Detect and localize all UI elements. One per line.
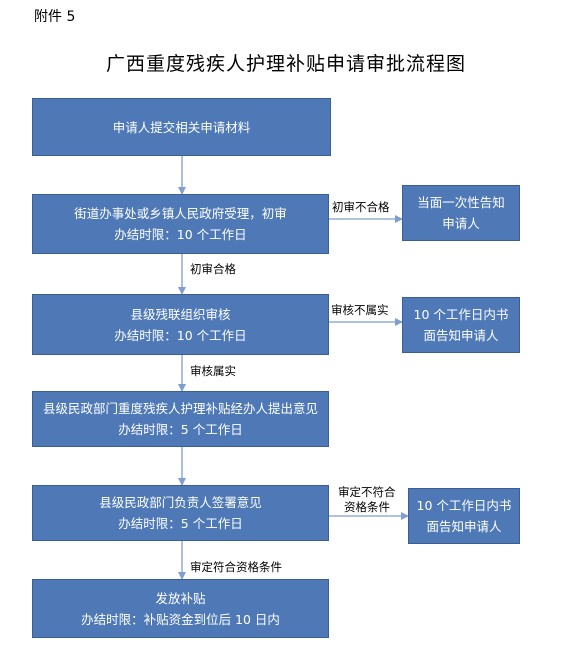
result-2-line2: 面告知申请人 <box>423 328 499 343</box>
result-1-line2: 申请人 <box>442 216 480 231</box>
step-civil-affairs-officer-opinion: 县级民政部门重度残疾人护理补贴经办人提出意见 办结时限：5 个工作日 <box>32 391 329 447</box>
step-6-line1: 发放补贴 <box>155 590 206 606</box>
step-5-line1: 县级民政部门负责人签署意见 <box>99 495 262 510</box>
result-written-notice-review: 10 个工作日内书 面告知申请人 <box>402 297 520 353</box>
step-2-line1: 街道办事处或乡镇人民政府受理，初审 <box>74 206 287 221</box>
step-2-line2: 办结时限：10 个工作日 <box>114 227 247 242</box>
label-determined-eligible: 审定符合资格条件 <box>190 560 282 574</box>
step-5-line2: 办结时限：5 个工作日 <box>118 516 243 531</box>
attachment-label: 附件 5 <box>34 9 76 25</box>
step-3-line2: 办结时限：10 个工作日 <box>114 327 247 343</box>
result-3-line1: 10 个工作日内书 <box>416 498 512 513</box>
step-initial-review: 街道办事处或乡镇人民政府受理，初审 办结时限：10 个工作日 <box>32 194 329 254</box>
label-not-eligible-line1: 审定不符合 <box>338 485 396 499</box>
label-initial-pass: 初审合格 <box>190 262 236 276</box>
step-6-line2: 办结时限：补贴资金到位后 10 日内 <box>81 611 280 627</box>
label-review-true: 审核属实 <box>190 364 236 378</box>
step-county-disability-review: 县级残联组织审核 办结时限：10 个工作日 <box>32 294 329 355</box>
result-1-line1: 当面一次性告知 <box>417 195 505 210</box>
step-4-line2: 办结时限：5 个工作日 <box>118 422 243 437</box>
step-3-line1: 县级残联组织审核 <box>130 306 231 322</box>
result-notify-once: 当面一次性告知 申请人 <box>402 185 520 241</box>
step-civil-affairs-head-sign: 县级民政部门负责人签署意见 办结时限：5 个工作日 <box>32 485 329 541</box>
step-issue-subsidy: 发放补贴 办结时限：补贴资金到位后 10 日内 <box>32 579 329 638</box>
step-1-line1: 申请人提交相关申请材料 <box>112 119 251 135</box>
step-submit-application: 申请人提交相关申请材料 <box>32 98 331 156</box>
page-title: 广西重度残疾人护理补贴申请审批流程图 <box>105 53 466 75</box>
label-initial-fail: 初审不合格 <box>332 200 390 214</box>
label-not-eligible-line2: 资格条件 <box>344 500 390 514</box>
step-4-line1: 县级民政部门重度残疾人护理补贴经办人提出意见 <box>42 401 318 416</box>
label-review-false: 审核不属实 <box>331 303 389 317</box>
result-2-line1: 10 个工作日内书 <box>413 307 509 322</box>
result-3-line2: 面告知申请人 <box>426 519 502 534</box>
result-written-notice-eligibility: 10 个工作日内书 面告知申请人 <box>408 488 520 544</box>
